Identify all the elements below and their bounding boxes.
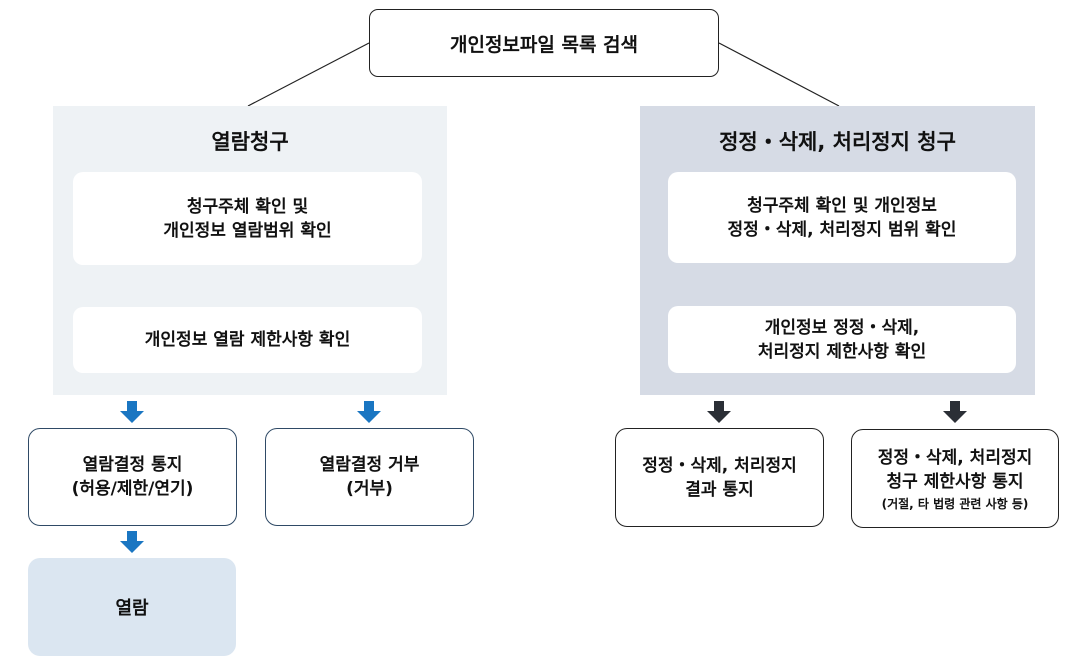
access-decision-notice: 열람결정 통지 (허용/제한/연기)	[28, 428, 237, 526]
correction-step-restriction-line1: 개인정보 정정・삭제,	[764, 317, 920, 338]
correction-limit-note: (거절, 타 법령 관련 사항 등)	[881, 496, 1029, 511]
access-request-panel: 열람청구 청구주체 확인 및 개인정보 열람범위 확인 개인정보 열람 제한사항…	[53, 106, 447, 395]
correction-step-verify-line1: 청구주체 확인 및 개인정보	[747, 195, 937, 216]
access-step-verify-line1: 청구주체 확인 및	[186, 196, 309, 217]
access-final-label: 열람	[115, 598, 149, 619]
correction-limit-notice: 정정・삭제, 처리정지 청구 제한사항 통지 (거절, 타 법령 관련 사항 등…	[851, 429, 1059, 528]
access-decision-denial: 열람결정 거부 (거부)	[265, 428, 474, 526]
access-decision-notice-line1: 열람결정 통지	[82, 455, 183, 475]
access-step-restriction: 개인정보 열람 제한사항 확인	[73, 307, 422, 373]
access-request-title: 열람청구	[211, 130, 289, 154]
access-final: 열람	[28, 558, 236, 656]
correction-limit-notice-line2: 청구 제한사항 통지	[886, 471, 1024, 492]
arrow-down-icon	[357, 401, 381, 423]
correction-limit-notice-line1: 정정・삭제, 처리정지	[877, 447, 1033, 468]
search-box: 개인정보파일 목록 검색	[369, 9, 719, 77]
access-step-verify-line2: 개인정보 열람범위 확인	[163, 220, 332, 241]
access-step-restriction-label: 개인정보 열람 제한사항 확인	[144, 330, 351, 350]
arrow-down-icon	[943, 401, 967, 423]
arrow-down-icon	[707, 401, 731, 423]
access-decision-denial-line2: (거부)	[346, 479, 393, 499]
arrow-down-icon	[120, 401, 144, 423]
correction-request-title: 정정・삭제, 처리정지 청구	[719, 130, 956, 154]
diagram-title: 개인정보파일 목록 검색	[449, 33, 639, 56]
correction-result-notice-line1: 정정・삭제, 처리정지	[642, 455, 797, 476]
access-decision-denial-line1: 열람결정 거부	[319, 455, 420, 475]
access-step-verify: 청구주체 확인 및 개인정보 열람범위 확인	[73, 172, 422, 265]
correction-step-verify-line2: 정정・삭제, 처리정지 범위 확인	[727, 219, 957, 240]
connector-right	[718, 42, 840, 107]
correction-step-verify: 청구주체 확인 및 개인정보 정정・삭제, 처리정지 범위 확인	[668, 172, 1016, 263]
correction-request-panel: 정정・삭제, 처리정지 청구 청구주체 확인 및 개인정보 정정・삭제, 처리정…	[640, 106, 1035, 395]
arrow-down-icon	[120, 531, 144, 553]
correction-step-restriction-line2: 처리정지 제한사항 확인	[757, 341, 927, 362]
correction-result-notice: 정정・삭제, 처리정지 결과 통지	[615, 428, 824, 527]
access-decision-notice-line2: (허용/제한/연기)	[71, 479, 194, 499]
correction-result-notice-line2: 결과 통지	[685, 479, 754, 500]
connector-left	[247, 42, 370, 107]
correction-step-restriction: 개인정보 정정・삭제, 처리정지 제한사항 확인	[668, 306, 1016, 373]
